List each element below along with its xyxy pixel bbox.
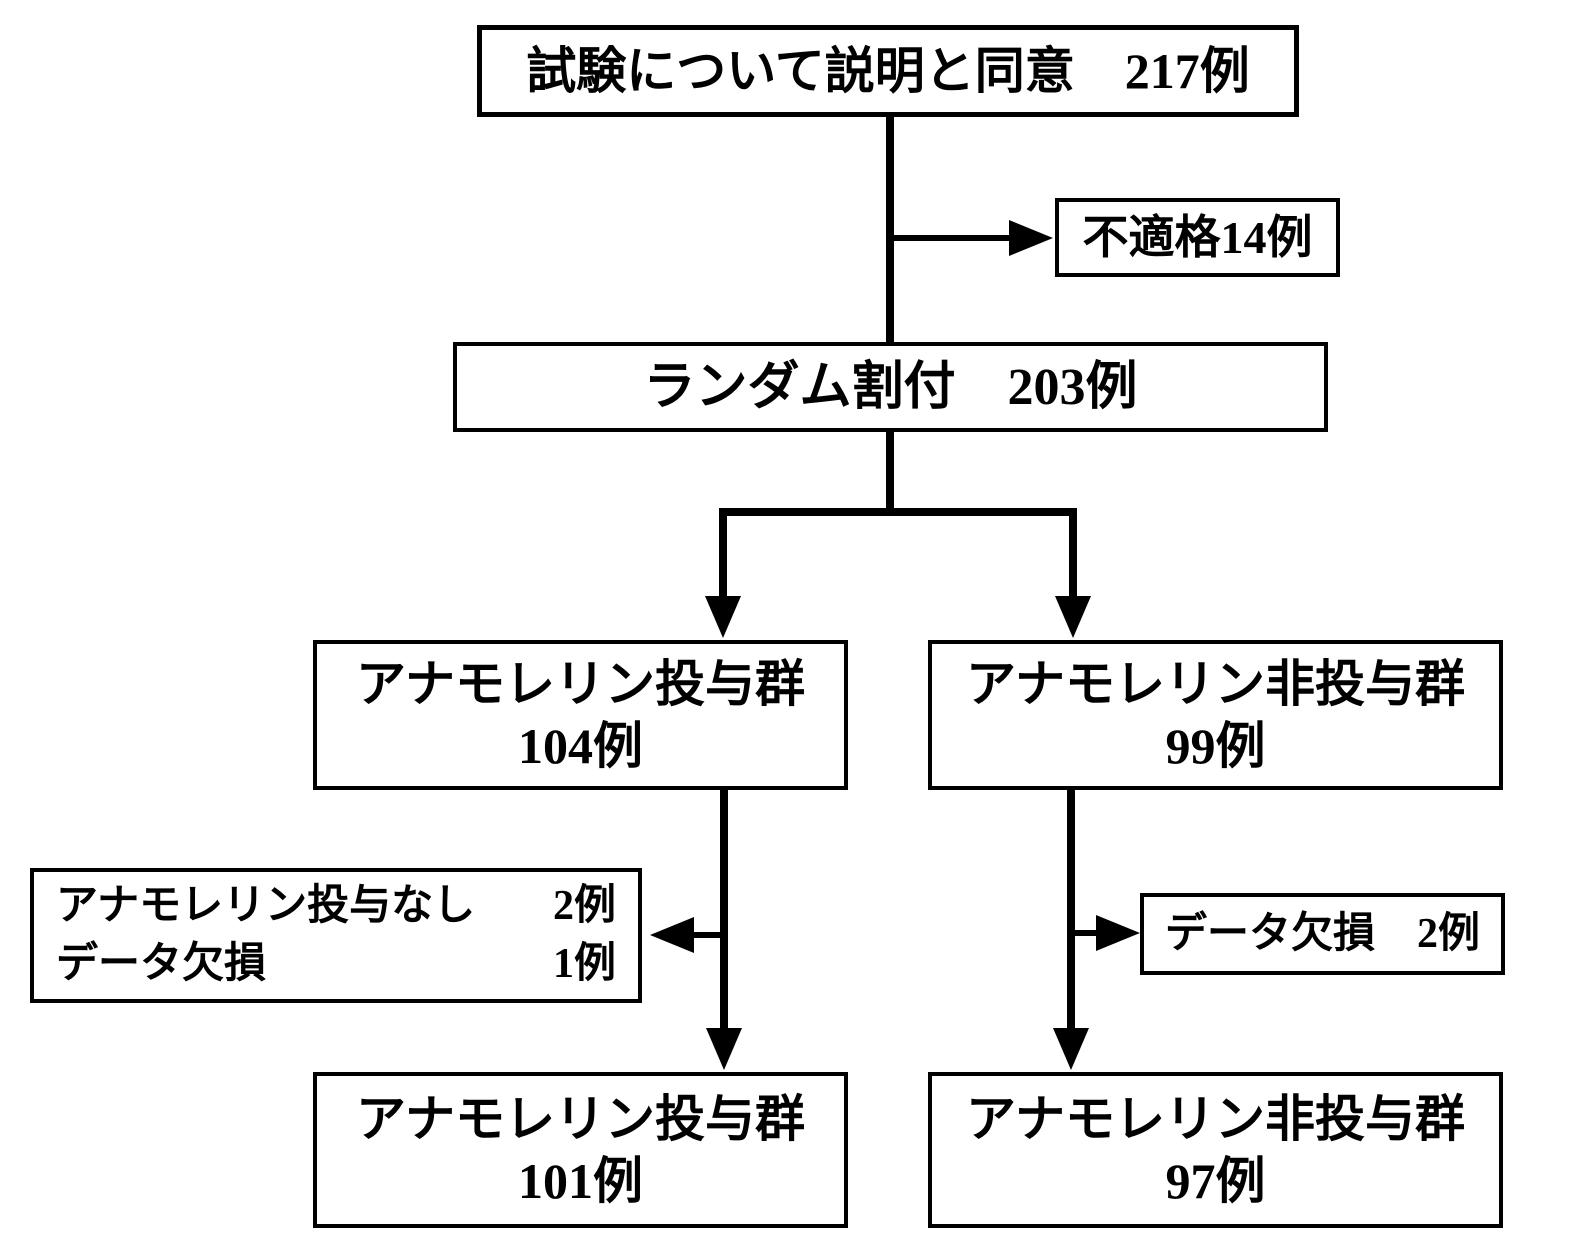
excluded-left-row: アナモレリン投与なし 2例 <box>56 878 616 936</box>
final-control-box: アナモレリン非投与群 97例 <box>928 1072 1503 1228</box>
final-anamorelin-box: アナモレリン投与群 101例 <box>313 1072 848 1228</box>
ineligible-box: 不適格14例 <box>1055 198 1340 277</box>
arm-anamorelin-box: アナモレリン投与群 104例 <box>313 640 848 790</box>
arrowhead-final-anamorelin <box>706 1028 742 1070</box>
excluded-right-box: データ欠損 2例 <box>1140 893 1505 975</box>
excluded-left-row: データ欠損 1例 <box>56 936 616 994</box>
final-anamorelin-label: アナモレリン投与群 <box>356 1090 805 1147</box>
excluded-left-row2-value: 1例 <box>552 940 616 987</box>
arm-control-label: アナモレリン非投与群 <box>966 655 1465 712</box>
randomized-label: ランダム割付 203例 <box>643 358 1138 416</box>
arrowhead-final-control <box>1053 1028 1089 1070</box>
connector-split-bar <box>719 508 1077 598</box>
arrowhead-ineligible <box>1009 220 1053 256</box>
arrowhead-arm-anamorelin <box>705 596 741 638</box>
final-control-count: 97例 <box>1165 1153 1266 1209</box>
excluded-left-row2-label: データ欠損 <box>56 940 267 987</box>
arrowhead-excluded-right <box>1096 915 1140 951</box>
excluded-left-row1-value: 2例 <box>552 882 616 929</box>
consent-label: 試験について説明と同意 217例 <box>526 42 1250 99</box>
ineligible-label: 不適格14例 <box>1082 211 1313 263</box>
final-control-label: アナモレリン非投与群 <box>966 1090 1465 1147</box>
excluded-right-label: データ欠損 2例 <box>1164 910 1480 957</box>
consent-box: 試験について説明と同意 217例 <box>477 25 1299 117</box>
arm-anamorelin-count: 104例 <box>518 718 643 774</box>
arm-control-box: アナモレリン非投与群 99例 <box>928 640 1503 790</box>
arrowhead-excluded-left <box>650 917 694 953</box>
arm-control-count: 99例 <box>1165 718 1266 774</box>
excluded-left-box: アナモレリン投与なし 2例 データ欠損 1例 <box>30 868 642 1003</box>
final-anamorelin-count: 101例 <box>518 1153 643 1209</box>
arrowhead-arm-control <box>1055 596 1091 638</box>
randomized-box: ランダム割付 203例 <box>453 342 1328 432</box>
arm-anamorelin-label: アナモレリン投与群 <box>356 655 805 712</box>
excluded-left-row1-label: アナモレリン投与なし <box>56 882 476 929</box>
